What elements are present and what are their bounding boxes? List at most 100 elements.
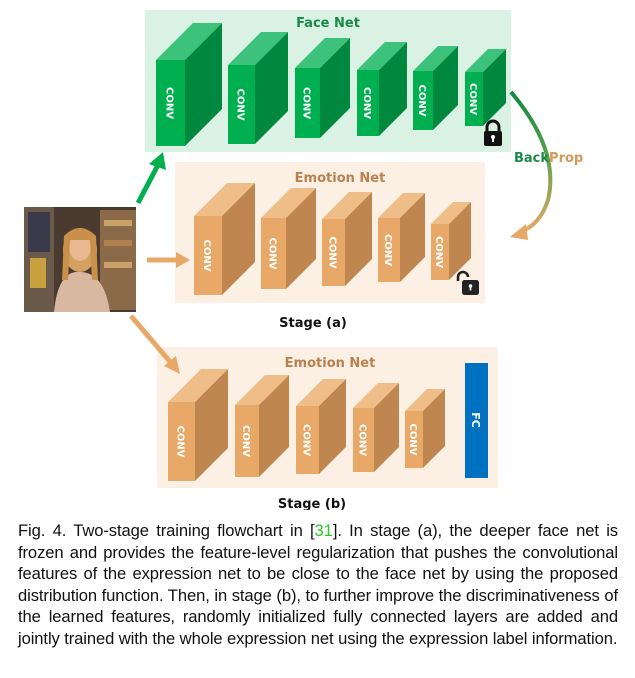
conv-layer-front bbox=[235, 405, 259, 477]
face-net-title: Face Net bbox=[296, 16, 360, 31]
conv-label: CONV bbox=[301, 424, 312, 456]
conv-layer-side bbox=[255, 32, 288, 144]
stage-a-label: Stage (a) bbox=[279, 316, 347, 331]
conv-layer: CONV bbox=[431, 202, 471, 280]
conv-layer-side bbox=[433, 46, 458, 130]
conv-layer: CONV bbox=[465, 49, 506, 126]
conv-layer-front bbox=[431, 224, 449, 280]
conv-label: CONV bbox=[467, 83, 478, 115]
conv-layer-top bbox=[413, 46, 458, 71]
conv-layer-side bbox=[379, 42, 407, 136]
conv-label: CONV bbox=[175, 426, 186, 458]
conv-label: CONV bbox=[327, 237, 338, 269]
figure-caption: Fig. 4. Two-stage training flowchart in … bbox=[18, 520, 618, 649]
conv-layer-side bbox=[345, 192, 372, 286]
conv-label: CONV bbox=[433, 236, 444, 268]
conv-layer-top bbox=[378, 193, 425, 218]
citation-link[interactable]: 31 bbox=[314, 521, 333, 540]
conv-layer: CONV bbox=[357, 42, 407, 136]
conv-layer-top bbox=[168, 369, 228, 402]
conv-layer-side bbox=[423, 389, 445, 468]
emotion-net-a-layers: CONV CONV CONV CONV CONV bbox=[194, 183, 471, 295]
conv-layer: CONV bbox=[235, 375, 289, 477]
conv-label: CONV bbox=[201, 240, 212, 272]
conv-layer-top bbox=[228, 32, 288, 65]
conv-layer-side bbox=[483, 49, 506, 126]
conv-layer-front bbox=[168, 402, 195, 481]
arrow-to-emotion-net-a bbox=[147, 252, 190, 268]
conv-layer-top bbox=[353, 383, 399, 408]
conv-layer: CONV bbox=[156, 23, 222, 146]
conv-layer-front bbox=[295, 68, 320, 138]
conv-layer-front bbox=[357, 70, 379, 136]
fc-layer bbox=[465, 363, 488, 478]
conv-layer-top bbox=[322, 192, 372, 219]
conv-layer-top bbox=[295, 38, 350, 68]
conv-layer: CONV bbox=[194, 183, 255, 295]
flowchart-figure: Face Net CONV CONV CONV CONV CONV CONV Emotio… bbox=[24, 10, 583, 510]
conv-label: CONV bbox=[407, 424, 418, 456]
conv-layer-top bbox=[194, 183, 255, 216]
unlock-icon bbox=[456, 270, 479, 295]
conv-layer-front bbox=[156, 60, 185, 146]
conv-layer-front bbox=[353, 408, 374, 472]
conv-layer: CONV bbox=[295, 38, 350, 138]
conv-layer-side bbox=[319, 379, 346, 474]
conv-label: CONV bbox=[382, 234, 393, 266]
conv-layer: CONV bbox=[378, 193, 425, 282]
conv-layer: CONV bbox=[228, 32, 288, 144]
conv-layer-side bbox=[185, 23, 222, 146]
conv-layer-side bbox=[286, 188, 316, 289]
conv-layer-top bbox=[431, 202, 471, 224]
arrow-to-emotion-net-b bbox=[129, 314, 180, 374]
conv-layer-side bbox=[400, 193, 425, 282]
conv-layer-front bbox=[322, 219, 345, 286]
conv-layer-top bbox=[405, 389, 445, 411]
backprop-back: Back bbox=[514, 151, 549, 166]
conv-layer: CONV bbox=[405, 389, 445, 468]
conv-label: CONV bbox=[301, 87, 312, 119]
conv-layer-front bbox=[228, 65, 255, 144]
conv-layer-front bbox=[296, 406, 319, 474]
backprop-label: BackProp bbox=[514, 151, 583, 166]
conv-layer-front bbox=[261, 218, 286, 289]
conv-layer-top bbox=[261, 188, 316, 218]
conv-layer: CONV bbox=[322, 192, 372, 286]
emotion-net-b-layers: CONV CONV CONV CONV CONV bbox=[168, 369, 445, 481]
fc-label: FC bbox=[469, 412, 482, 428]
conv-layer-side bbox=[222, 183, 255, 295]
conv-label: CONV bbox=[361, 87, 372, 119]
conv-layer-top bbox=[465, 49, 506, 72]
stage-b-label: Stage (b) bbox=[278, 497, 346, 510]
conv-layer-front bbox=[405, 411, 423, 468]
conv-layer: CONV bbox=[168, 369, 228, 481]
conv-layer: CONV bbox=[261, 188, 316, 289]
conv-layer-side bbox=[320, 38, 350, 138]
conv-layer-side bbox=[195, 369, 228, 481]
conv-label: CONV bbox=[357, 424, 368, 456]
conv-layer-front bbox=[465, 72, 483, 126]
conv-layer-top bbox=[357, 42, 407, 70]
input-face-image bbox=[24, 207, 136, 312]
lock-icon bbox=[484, 119, 502, 146]
arrow-to-face-net bbox=[135, 152, 166, 205]
conv-layer-top bbox=[235, 375, 289, 405]
conv-label: CONV bbox=[164, 87, 175, 119]
conv-layer-front bbox=[194, 216, 222, 295]
conv-layer-top bbox=[296, 379, 346, 406]
conv-label: CONV bbox=[235, 89, 246, 121]
conv-label: CONV bbox=[240, 425, 251, 457]
conv-layer: CONV bbox=[296, 379, 346, 474]
conv-layer-front bbox=[378, 218, 400, 282]
conv-layer-top bbox=[156, 23, 222, 60]
conv-layer-side bbox=[374, 383, 399, 472]
caption-prefix: Fig. 4. Two-stage training flowchart in … bbox=[18, 521, 315, 540]
conv-layer-side bbox=[449, 202, 471, 280]
conv-layer-front bbox=[413, 71, 433, 130]
emotion-net-a-title: Emotion Net bbox=[295, 171, 386, 186]
conv-layer: CONV bbox=[353, 383, 399, 472]
conv-layer-side bbox=[259, 375, 289, 477]
caption-body: ]. In stage (a), the deeper face net is … bbox=[18, 521, 618, 648]
conv-label: CONV bbox=[267, 238, 278, 270]
